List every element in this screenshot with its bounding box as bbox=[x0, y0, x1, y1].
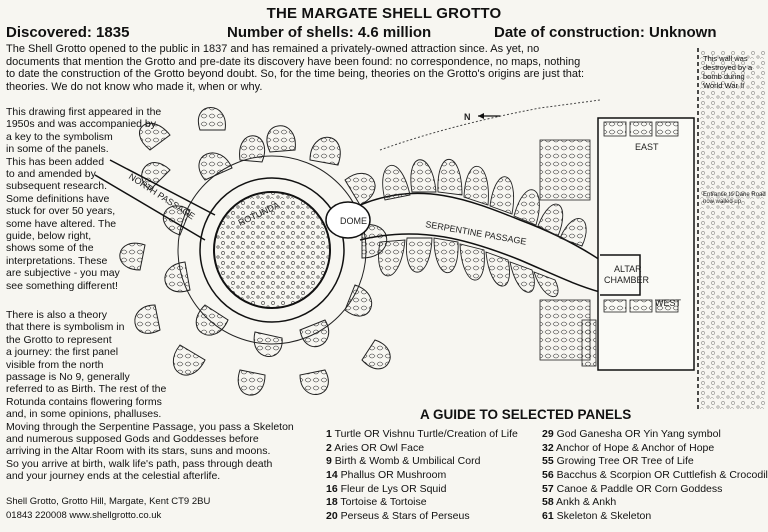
guide-item: 14 Phallus OR Mushroom bbox=[326, 469, 447, 482]
wall-note-line: destroyed by a bbox=[703, 63, 753, 72]
chamber-label: CHAMBER bbox=[604, 275, 650, 285]
guide-item: 55 Growing Tree OR Tree of Life bbox=[542, 455, 694, 468]
guide-item: 32 Anchor of Hope & Anchor of Hope bbox=[542, 441, 715, 454]
guide-item: 20 Perseus & Stars of Perseus bbox=[326, 510, 470, 523]
rotunda-petals bbox=[119, 107, 391, 396]
north-label: N bbox=[464, 112, 471, 122]
guide-item: 16 Fleur de Lys OR Squid bbox=[326, 482, 447, 495]
guide-list-left: 1 Turtle OR Vishnu Turtle/Creation of Li… bbox=[326, 428, 518, 524]
west-label: WEST bbox=[655, 298, 682, 308]
altar-chamber bbox=[597, 117, 695, 371]
guide-item: 18 Tortoise & Tortoise bbox=[326, 496, 427, 509]
dome-label: DOME bbox=[340, 216, 367, 226]
guide-item: 56 Bacchus & Scorpion OR Cuttlefish & Cr… bbox=[542, 469, 768, 482]
serpentine-wall-bottom bbox=[359, 233, 601, 293]
dome bbox=[325, 201, 371, 239]
destroyed-wall-area bbox=[700, 50, 766, 410]
altar-panels bbox=[539, 121, 679, 367]
guide-item: 9 Birth & Womb & Umbilical Cord bbox=[326, 455, 481, 468]
guide-item: 1 Turtle OR Vishnu Turtle/Creation of Li… bbox=[326, 428, 518, 440]
intro-paragraph: The Shell Grotto opened to the public in… bbox=[6, 43, 585, 93]
altar-label: ALTAR bbox=[614, 264, 642, 274]
guide-title: A GUIDE TO SELECTED PANELS bbox=[420, 407, 632, 422]
discovered-fact: Discovered: 1835 bbox=[6, 24, 130, 41]
entrance-note-2: now walled up bbox=[703, 199, 742, 205]
east-label: EAST bbox=[635, 142, 659, 152]
wall-note-line: This wall was bbox=[703, 54, 748, 63]
entrance-note-1: Entrance to Dane Road bbox=[703, 192, 766, 198]
guide-list-right: 29 God Ganesha OR Yin Yang symbol 32 Anc… bbox=[542, 428, 768, 524]
guide-item: 57 Canoe & Paddle OR Corn Goddess bbox=[542, 482, 723, 495]
contact-line: 01843 220008 www.shellgrotto.co.uk bbox=[6, 510, 162, 521]
serpentine-lower-panels bbox=[378, 237, 559, 298]
rotunda-center bbox=[213, 191, 331, 309]
serpentine-upper-panels bbox=[382, 159, 587, 247]
guide-item: 2 Aries OR Owl Face bbox=[326, 441, 425, 454]
guide-item: 29 God Ganesha OR Yin Yang symbol bbox=[542, 428, 721, 440]
wall-note-line: bomb during bbox=[703, 72, 745, 81]
north-passage-walls bbox=[94, 159, 216, 241]
shells-fact: Number of shells: 4.6 million bbox=[227, 24, 432, 41]
address-line: Shell Grotto, Grotto Hill, Margate, Kent… bbox=[6, 496, 211, 507]
guide-item: 61 Skeleton & Skeleton bbox=[542, 510, 652, 523]
page-title: THE MARGATE SHELL GROTTO bbox=[266, 5, 502, 22]
construction-fact: Date of construction: Unknown bbox=[494, 24, 717, 41]
top-wall-outline bbox=[379, 99, 601, 151]
wall-note: This wall was destroyed by a bomb during… bbox=[703, 54, 765, 90]
guide-item: 58 Ankh & Ankh bbox=[542, 496, 617, 509]
wall-note-line: World War II bbox=[703, 81, 745, 90]
